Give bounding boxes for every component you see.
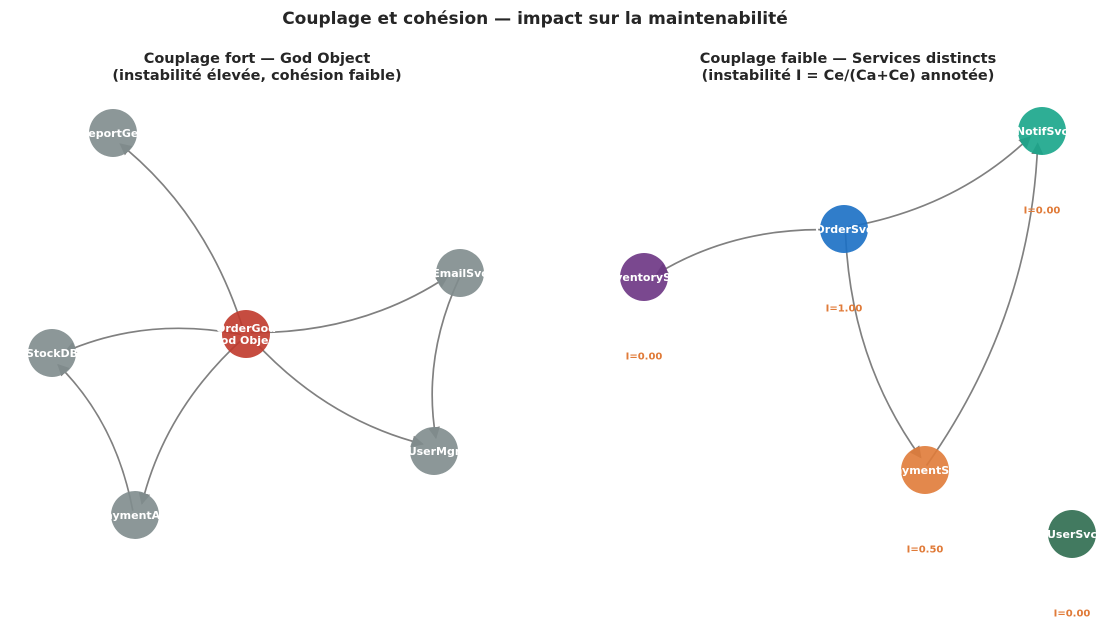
- node-notif-label: NotifSvc: [1016, 125, 1068, 138]
- left-panel-title: Couplage fort — God Object: [144, 51, 371, 67]
- node-payment-circle: [111, 491, 159, 539]
- edge-ordersvc-to-notif: [848, 136, 1032, 228]
- node-email: EmailSvc: [432, 249, 488, 297]
- node-paysvc-circle: [901, 446, 949, 494]
- edge-order-to-email: [250, 275, 449, 334]
- node-notif-instability: I=0.00: [1024, 206, 1061, 217]
- right-panel-subtitle: (instabilité I = Ce/(Ca+Ce) annotée): [702, 68, 995, 84]
- node-ordersvc-circle: [820, 205, 868, 253]
- node-inventory-circle: [620, 253, 668, 301]
- edge-order-to-report: [119, 143, 245, 331]
- node-usermgr-circle: [410, 427, 458, 475]
- node-paysvc-label: PaymentSvc: [887, 464, 963, 477]
- edge-order-to-usermgr: [249, 335, 424, 448]
- node-report: ReportGen: [80, 109, 146, 157]
- edge-payment-to-stock: [57, 363, 134, 511]
- edge-paysvc-to-notif: [925, 142, 1044, 466]
- node-usermgr-label: UserMgr: [408, 445, 461, 458]
- node-report-label: ReportGen: [80, 127, 146, 140]
- node-email-circle: [436, 249, 484, 297]
- node-ordersvc-instability: I=1.00: [826, 304, 863, 315]
- right-panel-title: Couplage faible — Services distincts: [700, 51, 997, 67]
- node-order-circle: [222, 310, 270, 358]
- node-paysvc-instability: I=0.50: [907, 545, 944, 556]
- node-usersvc-instability: I=0.00: [1054, 609, 1091, 620]
- edge-order-to-payment: [138, 337, 245, 505]
- node-payment: PaymentAPI: [98, 491, 173, 539]
- node-inventory-instability: I=0.00: [626, 352, 663, 363]
- node-payment-label: PaymentAPI: [98, 509, 173, 522]
- node-order-label: OrderGod: [216, 322, 276, 335]
- node-stock-circle: [28, 329, 76, 377]
- node-stock-label: StockDB: [26, 347, 78, 360]
- edge-ordersvc-to-paysvc: [844, 233, 922, 459]
- node-notif-circle: [1018, 107, 1066, 155]
- node-ordersvc-label: OrderSvc: [815, 223, 872, 236]
- node-report-circle: [89, 109, 137, 157]
- node-usersvc-circle: [1048, 510, 1096, 558]
- node-order-label: God Object: [212, 334, 281, 347]
- node-inventory-label: InventorySvc: [603, 271, 684, 284]
- node-usermgr: UserMgr: [408, 427, 461, 475]
- right-panel-nodes: InventorySvcI=0.00OrderSvcI=1.00NotifSvc…: [603, 107, 1097, 620]
- edge-email-to-usermgr: [428, 277, 461, 440]
- left-panel-edges: [57, 143, 461, 511]
- figure-title: Couplage et cohésion — impact sur la mai…: [282, 9, 788, 29]
- edge-ordersvc-to-inventory: [655, 228, 840, 275]
- left-panel-subtitle: (instabilité élevée, cohésion faible): [112, 68, 401, 84]
- node-stock: StockDB: [26, 329, 78, 377]
- edge-order-to-stock: [64, 327, 242, 353]
- node-email-label: EmailSvc: [432, 267, 488, 280]
- node-usersvc-label: UserSvc: [1047, 528, 1097, 541]
- right-panel-edges: [655, 136, 1044, 466]
